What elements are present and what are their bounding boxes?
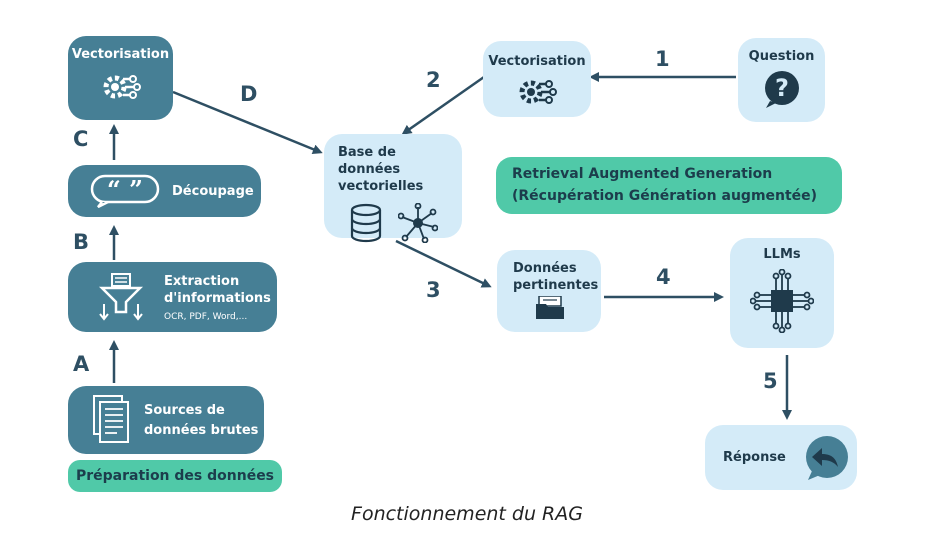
relevant-data-box: Données pertinentes — [497, 250, 601, 332]
step-label-b: B — [73, 230, 90, 254]
sources-label-line1: Sources de — [144, 402, 225, 418]
arrow-3 — [395, 239, 492, 288]
chip-icon — [750, 269, 814, 333]
sources-box: Sources de données brutes — [68, 386, 264, 454]
relevant-data-label-line1: Données — [513, 261, 577, 276]
network-node-icon — [398, 203, 438, 243]
step-label-4: 4 — [656, 265, 671, 289]
figure-caption: Fonctionnement du RAG — [351, 503, 583, 525]
database-icon — [350, 203, 382, 243]
response-box: Réponse — [705, 425, 857, 490]
vectorisation-left-box: Vectorisation — [68, 36, 173, 120]
extraction-label-line2: d'informations — [164, 290, 271, 306]
step-label-1: 1 — [655, 47, 670, 71]
step-label-2: 2 — [426, 68, 441, 92]
question-bubble-icon: ? — [764, 71, 799, 108]
gear-network-icon — [103, 75, 141, 99]
folder-icon — [536, 296, 564, 319]
extraction-box: Extraction d'informations OCR, PDF, Word… — [68, 262, 277, 332]
rag-title-pill: Retrieval Augmented Generation (Récupéra… — [496, 157, 842, 214]
question-box: Question ? — [738, 38, 825, 122]
response-label: Réponse — [723, 450, 786, 465]
relevant-data-label-line2: pertinentes — [513, 278, 599, 293]
vector-database-label-line1: Base de données — [338, 145, 401, 177]
extraction-sublabel: OCR, PDF, Word,... — [164, 311, 248, 322]
vectorisation-right-label: Vectorisation — [488, 54, 586, 69]
preparation-pill: Préparation des données — [68, 460, 282, 492]
decoupage-box: “ ” Découpage — [68, 165, 261, 217]
llms-box: LLMs — [730, 238, 834, 348]
vectorisation-left-label: Vectorisation — [71, 47, 170, 62]
svg-text:“ ”: “ ” — [107, 175, 143, 204]
arrow-2 — [401, 75, 485, 135]
funnel-icon — [98, 273, 144, 321]
step-label-c: C — [73, 127, 89, 151]
rag-title-line2: (Récupération Génération augmentée) — [512, 188, 818, 204]
quote-bubble-icon: “ ” — [90, 174, 160, 208]
step-label-3: 3 — [426, 278, 441, 302]
step-label-d: D — [240, 82, 258, 106]
step-label-a: A — [73, 352, 90, 376]
vectorisation-right-box: Vectorisation — [483, 41, 591, 117]
vector-database-box: Base de données vectorielles — [324, 134, 462, 243]
question-label: Question — [748, 49, 815, 64]
gear-network-icon — [519, 80, 557, 104]
rag-title-line1: Retrieval Augmented Generation — [512, 166, 773, 182]
extraction-label-line1: Extraction — [164, 273, 240, 289]
svg-text:?: ? — [775, 74, 789, 102]
document-icon — [93, 395, 129, 443]
sources-label-line2: données brutes — [144, 422, 259, 438]
llms-label: LLMs — [763, 247, 801, 262]
reply-bubble-icon — [805, 435, 848, 480]
arrow-d — [172, 90, 323, 154]
decoupage-label: Découpage — [172, 183, 254, 199]
vector-database-label-line2: vectorielles — [338, 179, 424, 194]
step-label-5: 5 — [763, 369, 778, 393]
